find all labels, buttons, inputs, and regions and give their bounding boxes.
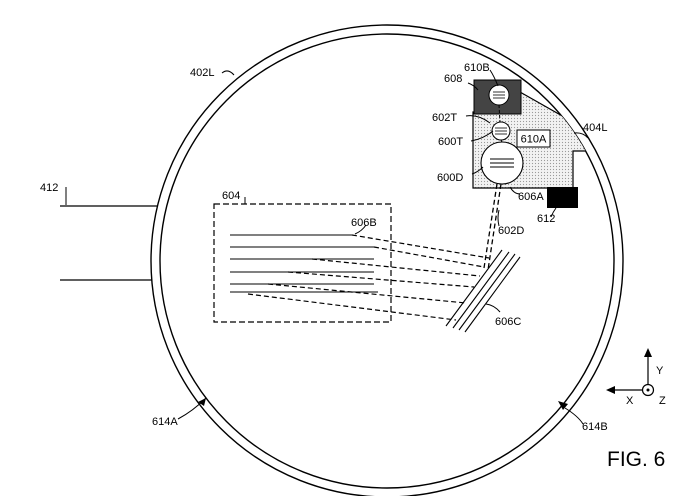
label-600t: 600T <box>438 136 463 148</box>
waveguide-602d-right <box>487 183 502 271</box>
axis-indicator: Y X Z <box>606 348 666 407</box>
label-412: 412 <box>40 182 58 194</box>
rays-606b-to-606c <box>247 234 490 321</box>
axis-y-label: Y <box>656 365 664 377</box>
label-608: 608 <box>444 73 462 85</box>
lens-inner-ring <box>159 33 615 489</box>
box-610a <box>516 129 551 148</box>
figure-label: FIG. 6 <box>607 448 665 471</box>
label-612: 612 <box>537 213 555 225</box>
label-606c: 606C <box>495 316 521 328</box>
axis-x-label: X <box>626 395 634 407</box>
label-404l: 404L <box>583 122 607 134</box>
label-610a: 610A <box>521 134 547 146</box>
temple-arm <box>60 205 158 281</box>
black-component-612 <box>547 187 578 208</box>
label-606a: 606A <box>518 191 544 203</box>
label-614a: 614A <box>152 416 178 428</box>
label-600d: 600D <box>437 172 463 184</box>
lines-606b <box>230 234 378 293</box>
label-614b: 614B <box>582 421 608 433</box>
label-610b: 610B <box>464 62 490 74</box>
label-604: 604 <box>222 190 240 202</box>
grating-606c <box>445 249 521 333</box>
waveguide-602d-left <box>483 183 498 269</box>
projector-housing: 610A <box>472 79 595 208</box>
label-602d: 602D <box>498 225 524 237</box>
region-604 <box>213 203 392 323</box>
reference-labels: 402L 404L 412 604 606B 606C 606A 602D 61… <box>40 62 665 471</box>
axis-z-label: Z <box>659 395 666 407</box>
label-606b: 606B <box>351 217 377 229</box>
label-402l: 402L <box>190 67 214 79</box>
label-602t: 602T <box>432 112 457 124</box>
